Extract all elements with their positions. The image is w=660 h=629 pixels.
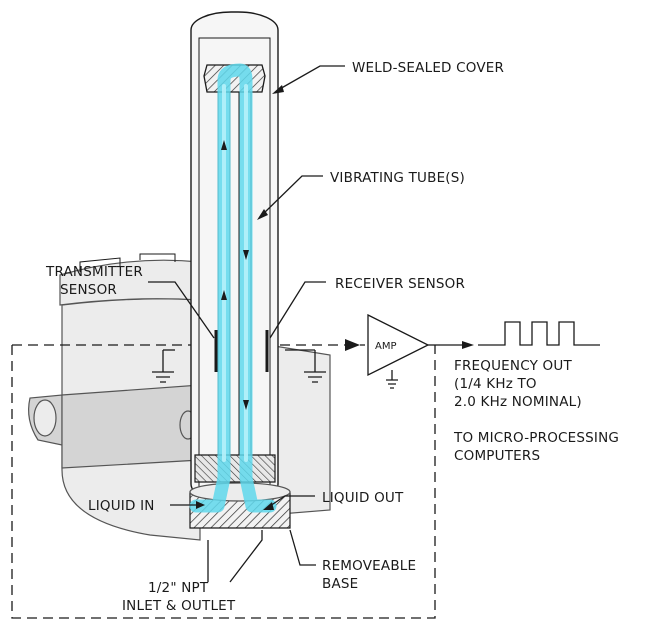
ground-symbol-left [152,350,174,383]
label-base-line2: BASE [322,576,358,592]
label-frequency-line2: (1/4 KHz TO [454,376,537,392]
label-micro-line2: COMPUTERS [454,448,540,464]
flow-arrow-down [243,250,249,260]
housing-rim-notches [79,253,176,272]
leader-lines [148,65,345,583]
amp-label: AMP [375,341,397,352]
electronics-housing [28,253,331,541]
flow-arrow-down-2 [243,400,249,410]
amp-triangle [367,313,430,377]
liquid-flow-path [189,63,277,513]
amp-ground [386,370,398,389]
tube-assembly [189,11,291,529]
housing-port [33,399,57,437]
label-frequency-line1: FREQUENCY OUT [454,358,572,374]
label-npt-line2: INLET & OUTLET [122,598,236,614]
label-weld-sealed-cover: WELD-SEALED COVER [352,60,504,76]
frequency-square-wave [478,321,600,346]
housing-band [61,384,201,469]
flow-arrow-up-2 [221,290,227,300]
label-vibrating-tubes: VIBRATING TUBE(S) [330,170,465,186]
label-npt-line1: 1/2" NPT [148,580,209,596]
label-transmitter-line1: TRANSMITTER [45,264,143,280]
label-liquid-in: LIQUID IN [88,498,155,514]
label-liquid-out: LIQUID OUT [322,490,404,506]
signal-arrow [345,339,360,351]
label-frequency-line3: 2.0 KHz NOMINAL) [454,394,582,410]
label-receiver-sensor: RECEIVER SENSOR [335,276,465,292]
label-base-line1: REMOVEABLE [322,558,416,574]
label-micro-line1: TO MICRO-PROCESSING [453,430,619,446]
flow-arrow-up [221,140,227,150]
ground-symbol-right [304,350,326,383]
tube-base-block [194,454,276,483]
label-transmitter-line2: SENSOR [60,282,117,298]
amplifier: AMP [367,313,440,389]
output-arrow [462,341,474,349]
